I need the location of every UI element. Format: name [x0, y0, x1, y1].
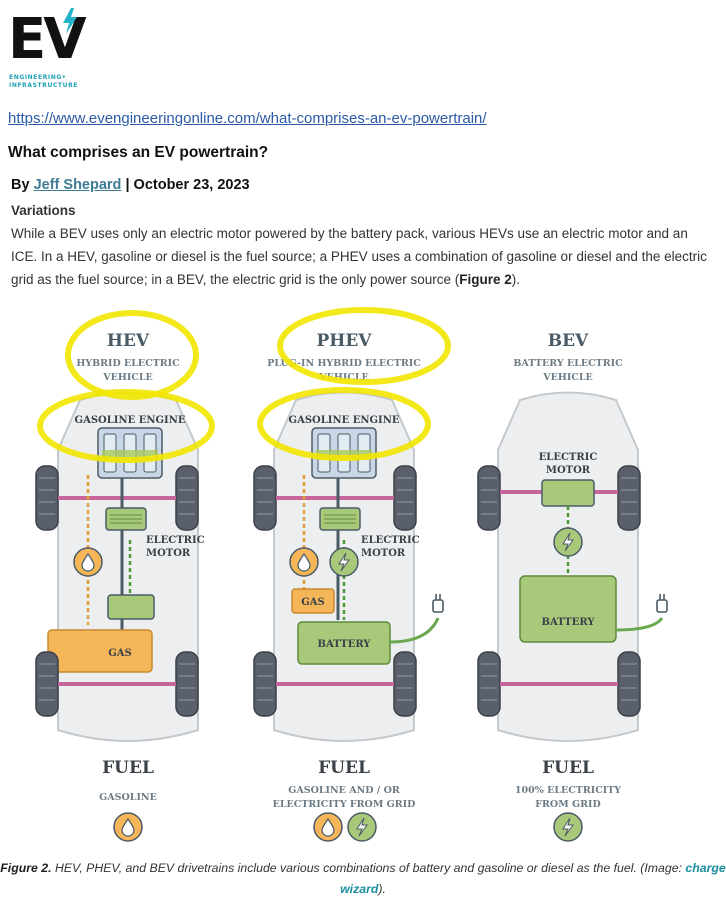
- bev-front-left-tire: [477, 465, 501, 531]
- phev-gas-label: GAS: [301, 597, 325, 608]
- article-title: What comprises an EV powertrain?: [8, 144, 269, 161]
- phev-electric-bolt-icon: [329, 547, 359, 577]
- phev-motor-label-2: MOTOR: [361, 548, 406, 559]
- hev-small-battery: [107, 594, 155, 620]
- phev-gas-tank: [291, 588, 335, 614]
- byline-date: | October 23, 2023: [121, 177, 250, 193]
- phev-title-highlight: [277, 307, 451, 385]
- hev-fuel-drop-icon: [73, 547, 103, 577]
- hev-subtitle-2: VEHICLE: [102, 372, 153, 383]
- bev-battery: [519, 575, 617, 643]
- bev-title: BEV: [548, 331, 589, 351]
- phev-engine-label: GASOLINE ENGINE: [289, 415, 400, 426]
- phev-plug-icon: [432, 593, 444, 613]
- caption-label: Figure 2.: [0, 861, 52, 875]
- hev-rear-right-tire: [175, 651, 199, 717]
- logo-tagline: ENGINEERING• INFRASTRUCTURE: [9, 74, 78, 90]
- hev-title: HEV: [107, 331, 150, 351]
- section-heading: Variations: [11, 203, 76, 218]
- bev-rear-left-tire: [477, 651, 501, 717]
- hev-front-left-tire: [35, 465, 59, 531]
- phev-battery-label: BATTERY: [318, 639, 372, 650]
- figure-caption: Figure 2. HEV, PHEV, and BEV drivetrains…: [0, 858, 726, 900]
- hev-fuel-icon: [113, 812, 143, 842]
- phev-subtitle-1: PLUG-IN HYBRID ELECTRIC: [267, 358, 421, 369]
- paragraph-end: ).: [511, 272, 520, 287]
- bev-car-body: [497, 391, 639, 742]
- phev-title: PHEV: [317, 331, 373, 351]
- phev-rear-left-tire: [253, 651, 277, 717]
- lightning-bolt-icon: [63, 8, 77, 34]
- bev-battery-label: BATTERY: [542, 617, 596, 628]
- phev-fuel-line-2: ELECTRICITY FROM GRID: [273, 799, 416, 810]
- bev-front-right-tire: [617, 465, 641, 531]
- bev-diagram: BEV BATTERY ELECTRIC VEHICLE ELECTRIC MO…: [477, 331, 668, 842]
- site-logo[interactable]: EV ENGINEERING• INFRASTRUCTURE: [8, 8, 108, 98]
- phev-diagram: PHEV PLUG-IN HYBRID ELECTRIC VEHICLE GAS…: [253, 307, 451, 842]
- paragraph-text: While a BEV uses only an electric motor …: [11, 226, 707, 287]
- phev-fuel-drop: [313, 812, 343, 842]
- bev-motor-label-2: MOTOR: [546, 465, 591, 476]
- hev-gas-tank: [47, 629, 153, 673]
- hev-rear-left-tire: [35, 651, 59, 717]
- hev-fuel-type: GASOLINE: [99, 792, 157, 803]
- article-url-link[interactable]: https://www.evengineeringonline.com/what…: [8, 110, 487, 127]
- hev-motor-label-1: ELECTRIC: [146, 535, 205, 546]
- caption-text: HEV, PHEV, and BEV drivetrains include v…: [51, 861, 686, 875]
- hev-front-right-tire: [175, 465, 199, 531]
- hev-diagram: HEV HYBRID ELECTRIC VEHICLE GASOLINE ENG…: [35, 310, 215, 842]
- bev-fuel-line-1: 100% ELECTRICITY: [515, 785, 621, 796]
- phev-fuel-line-1: GASOLINE AND / OR: [288, 785, 400, 796]
- logo-tagline-line1: ENGINEERING•: [9, 74, 67, 81]
- phev-rear-right-tire: [393, 651, 417, 717]
- hev-engine-label: GASOLINE ENGINE: [75, 415, 186, 426]
- bev-motor-box: [541, 479, 595, 507]
- phev-engine-highlight: [257, 387, 431, 461]
- author-link[interactable]: Jeff Shepard: [33, 177, 122, 193]
- hev-engine-highlight: [37, 389, 215, 463]
- bev-rear-right-tire: [617, 651, 641, 717]
- phev-front-right-tire: [393, 465, 417, 531]
- byline: By Jeff Shepard | October 23, 2023: [11, 177, 250, 193]
- bev-motor-label-1: ELECTRIC: [539, 452, 598, 463]
- hev-motor-box: [105, 507, 147, 531]
- hev-fuel-title: FUEL: [102, 758, 154, 778]
- phev-engine-block: [311, 427, 377, 479]
- phev-front-left-tire: [253, 465, 277, 531]
- bev-electric-bolt-icon: [553, 527, 583, 557]
- phev-fuel-drop-icon: [289, 547, 319, 577]
- powertrain-figure: HEV HYBRID ELECTRIC VEHICLE GASOLINE ENG…: [35, 307, 668, 842]
- logo-tagline-line2: INFRASTRUCTURE: [9, 82, 79, 89]
- phev-fuel-title: FUEL: [318, 758, 370, 778]
- bev-plug-icon: [656, 593, 668, 613]
- phev-motor-box: [319, 507, 361, 531]
- hev-title-highlight: [65, 310, 199, 400]
- hev-subtitle-1: HYBRID ELECTRIC: [76, 358, 180, 369]
- caption-end: ).: [378, 882, 386, 896]
- article-paragraph: While a BEV uses only an electric motor …: [11, 222, 711, 291]
- phev-fuel-bolt: [347, 812, 377, 842]
- bev-subtitle-2: VEHICLE: [542, 372, 593, 383]
- image-credit-link[interactable]: charge wizard: [340, 861, 726, 896]
- bev-subtitle-1: BATTERY ELECTRIC: [513, 358, 623, 369]
- bev-fuel-bolt: [553, 812, 583, 842]
- bev-fuel-line-2: FROM GRID: [535, 799, 600, 810]
- phev-motor-label-1: ELECTRIC: [361, 535, 420, 546]
- hev-engine-block: [97, 427, 163, 479]
- bev-fuel-title: FUEL: [542, 758, 594, 778]
- hev-motor-label-2: MOTOR: [146, 548, 191, 559]
- phev-subtitle-2: VEHICLE: [318, 372, 369, 383]
- figure-reference: Figure 2: [459, 272, 512, 287]
- byline-prefix: By: [11, 177, 34, 193]
- hev-gas-label: GAS: [108, 648, 132, 659]
